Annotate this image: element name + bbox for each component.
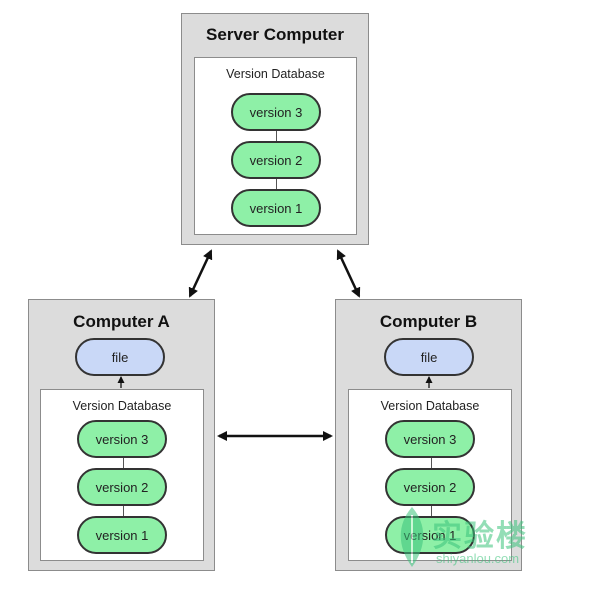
computer-b-version-3: version 3 <box>385 420 475 458</box>
computer-a: Computer A file Version Database version… <box>28 299 215 571</box>
computer-b: Computer B file Version Database version… <box>335 299 522 571</box>
computer-b-version-2: version 2 <box>385 468 475 506</box>
computer-a-connector-1 <box>123 456 124 468</box>
computer-b-version-database: Version Database version 3 version 2 ver… <box>348 389 512 561</box>
computer-a-connector-2 <box>123 504 124 516</box>
arrow-server-to-computer-b <box>336 249 361 298</box>
computer-a-version-2: version 2 <box>77 468 167 506</box>
watermark-cn: 实验楼 <box>432 519 528 554</box>
computer-b-connector-2 <box>431 504 432 516</box>
server-version-2: version 2 <box>231 141 321 179</box>
server-computer-title: Server Computer <box>206 25 344 44</box>
watermark: 实验楼 shiyanlou.com <box>392 505 562 573</box>
server-connector-2 <box>276 179 277 191</box>
computer-b-title: Computer B <box>379 312 478 331</box>
server-connector-1 <box>276 131 277 143</box>
computer-a-version-3: version 3 <box>77 420 167 458</box>
server-version-1: version 1 <box>231 189 321 227</box>
computer-b-connector-1 <box>431 456 432 468</box>
server-db-label: Version Database <box>226 67 325 81</box>
arrow-server-to-computer-a <box>188 249 213 298</box>
server-computer: Server Computer Version Database version… <box>181 13 369 245</box>
computer-a-title: Computer A <box>73 312 170 331</box>
leaf-icon <box>400 507 424 567</box>
watermark-en: shiyanlou.com <box>436 551 520 566</box>
computer-a-version-1: version 1 <box>77 516 167 554</box>
computer-a-file: file <box>75 338 165 376</box>
computer-a-version-database: Version Database version 3 version 2 ver… <box>40 389 204 561</box>
computer-b-db-label: Version Database <box>380 399 480 413</box>
computer-b-file: file <box>384 338 474 376</box>
server-version-database: Version Database version 3 version 2 ver… <box>194 57 357 235</box>
computer-a-db-label: Version Database <box>72 399 172 413</box>
server-version-3: version 3 <box>231 93 321 131</box>
